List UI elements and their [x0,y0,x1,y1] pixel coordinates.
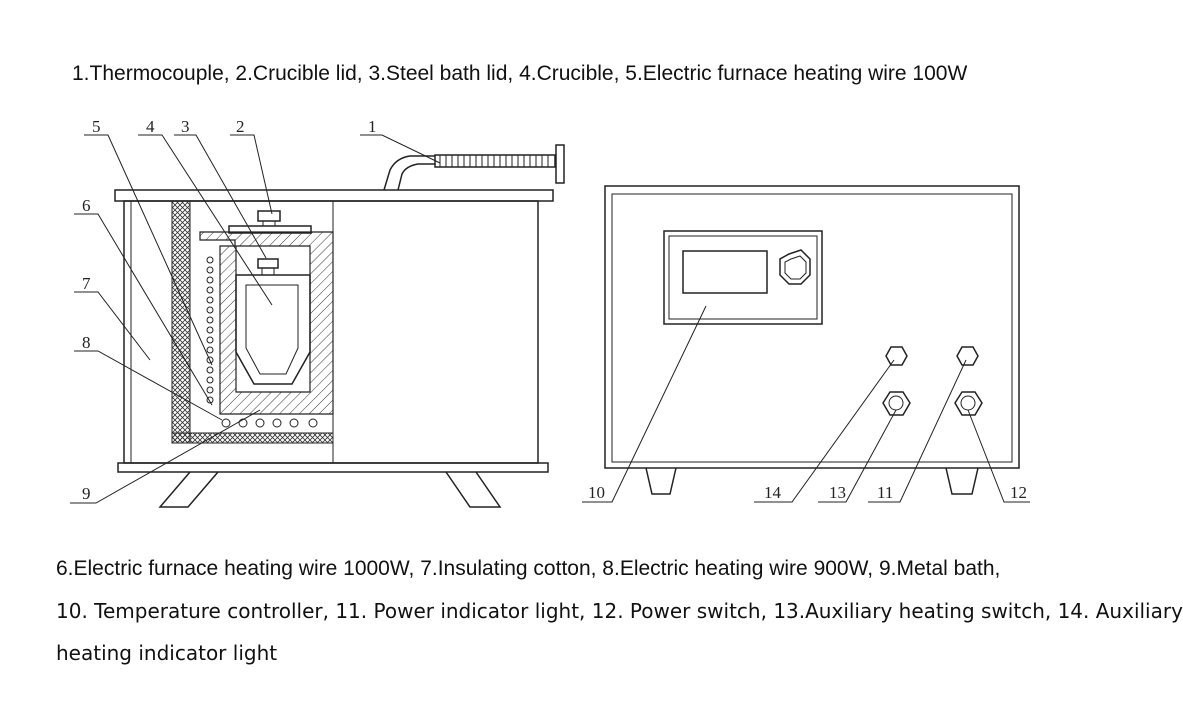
crucible-lid-knob [257,258,279,269]
label-8: 8 [82,333,91,352]
caption-middle: 6.Electric furnace heating wire 1000W, 7… [56,557,1001,580]
controller-body-outer [604,185,1020,469]
crucible-lid-knob-top [257,210,281,222]
label-12: 12 [1010,483,1027,502]
label-2: 2 [236,117,245,136]
label-11: 11 [877,483,893,502]
label-3: 3 [181,117,190,136]
label-9: 9 [82,484,91,503]
temperature-controller [663,230,823,325]
heating-wire-bottom [221,418,318,428]
furnace-diagram: 5 4 3 2 1 6 7 8 9 [70,117,1030,508]
heating-wire-vertical [206,256,214,404]
right-leg [445,471,502,508]
leader-lines-right [582,305,1030,503]
controller-right-foot [945,467,979,495]
steel-bath-lid [228,225,312,234]
left-leg [158,471,219,508]
top-plate [114,189,554,202]
furnace-section: 5 4 3 2 1 6 7 8 9 [70,117,565,508]
caption-top: 1.Thermocouple, 2.Crucible lid, 3.Steel … [72,62,968,85]
thermocouple [383,144,565,191]
controller-display [682,250,768,294]
label-7: 7 [82,274,91,293]
controller-left-foot [645,467,677,495]
label-14: 14 [764,483,782,502]
controller-knob [779,249,811,285]
leader-lines-left [70,134,441,504]
crucible [235,274,311,385]
label-13: 13 [829,483,846,502]
label-1: 1 [368,117,377,136]
bottom-plate [117,462,549,473]
aux-heating-switch [882,391,911,416]
label-4: 4 [146,117,155,136]
caption-line-4: heating indicator light [56,641,278,665]
caption-line-3: 10. Temperature controller, 11. Power in… [56,599,1183,623]
label-6: 6 [82,196,91,215]
insulating-cotton [171,200,334,444]
aux-heating-indicator-light [885,346,908,366]
controller-body-inner [611,193,1013,463]
label-5: 5 [92,117,101,136]
power-indicator-light [956,346,979,366]
label-10: 10 [588,483,605,502]
controller-front: 10 14 13 11 12 [582,185,1030,503]
